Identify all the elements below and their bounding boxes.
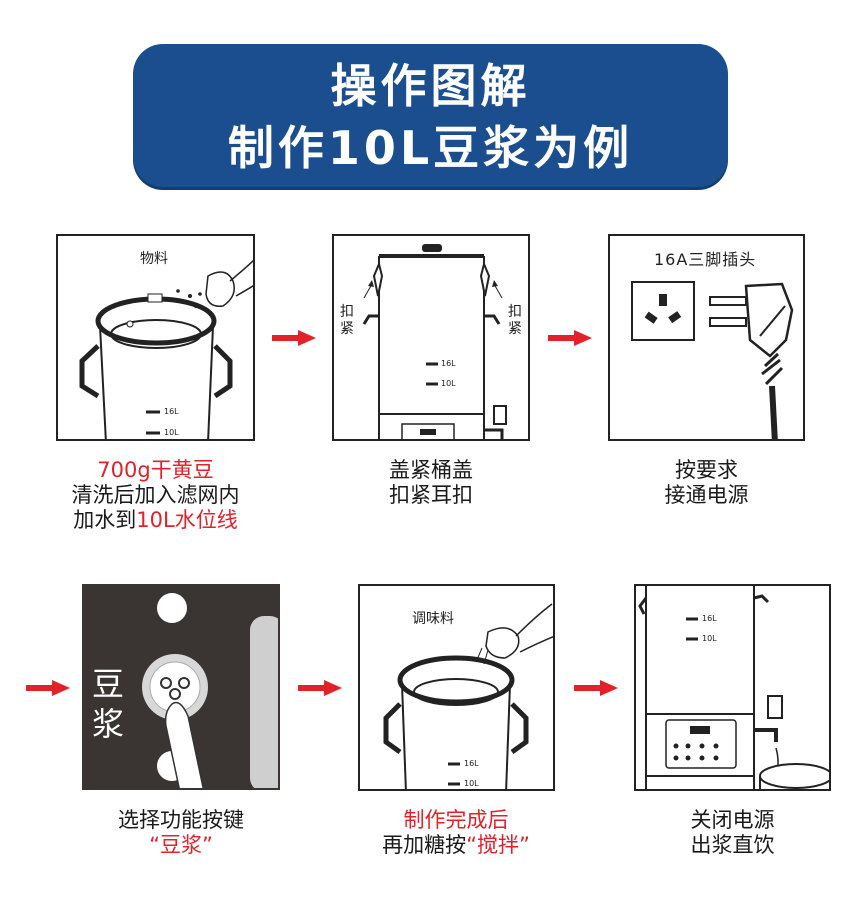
step-3-caption-line-1: 按要求 (608, 458, 805, 483)
step-6-caption: 关闭电源 出浆直饮 (634, 808, 831, 858)
step-1-caption-line-2: 清洗后加入滤网内 (56, 483, 255, 508)
step-2-caption-line-2: 扣紧耳扣 (332, 483, 530, 508)
arrow-right-icon (574, 680, 618, 696)
level-mark-10l: 10L (702, 634, 717, 643)
step-6-caption-line-1: 关闭电源 (634, 808, 831, 833)
step-3-caption-line-2: 接通电源 (608, 483, 805, 508)
step-6-caption-line-2: 出浆直饮 (634, 833, 831, 858)
step-3-caption: 按要求 接通电源 (608, 458, 805, 508)
step-1-label: 物料 (140, 248, 168, 268)
step-4-caption-line-2: “豆浆” (82, 833, 280, 858)
level-mark-16l: 16L (702, 614, 717, 623)
dispenser-tap-illustration (636, 586, 831, 791)
step-4-caption: 选择功能按键 “豆浆” (82, 808, 280, 858)
level-mark-16l: 16L (464, 759, 479, 768)
level-mark-10l: 10L (164, 428, 179, 437)
step-6-panel: 16L 10L (634, 584, 831, 791)
step-5-label: 调味料 (412, 608, 454, 628)
step-4-panel: 豆浆 (82, 584, 280, 790)
step-1-caption-line-3: 加水到10L水位线 (56, 508, 255, 533)
closed-bucket-illustration (334, 236, 530, 441)
step-3-panel: 16A三脚插头 (608, 234, 805, 441)
arrow-right-icon (272, 330, 316, 346)
title-banner: 操作图解 制作10L豆浆为例 (133, 44, 728, 187)
step-1-caption: 700g干黄豆 清洗后加入滤网内 加水到10L水位线 (56, 458, 255, 533)
arrow-right-icon (548, 330, 592, 346)
step-5-caption-line-2: 再加糖按“搅拌” (345, 833, 567, 858)
step-2-caption: 盖紧桶盖 扣紧耳扣 (332, 458, 530, 508)
step-5-caption-line-1: 制作完成后 (345, 808, 567, 833)
step-5-panel: 调味料 16L 10L (358, 584, 555, 791)
bucket-with-seasoning-illustration (360, 586, 555, 791)
level-mark-16l: 16L (441, 359, 456, 368)
step-5-caption: 制作完成后 再加糖按“搅拌” (345, 808, 567, 858)
clamp-label-right: 扣紧 (508, 304, 524, 338)
arrow-right-icon (26, 680, 70, 696)
step-2-caption-line-1: 盖紧桶盖 (332, 458, 530, 483)
title-line-2: 制作10L豆浆为例 (133, 120, 728, 176)
level-mark-10l: 10L (441, 379, 456, 388)
step-1-caption-line-1: 700g干黄豆 (56, 458, 255, 483)
step-2-panel: 扣紧 扣紧 16L 10L (332, 234, 530, 441)
level-mark-10l: 10L (464, 779, 479, 788)
soymilk-button-label: 豆浆 (92, 664, 128, 744)
level-mark-16l: 16L (164, 407, 179, 416)
title-line-1: 操作图解 (133, 58, 728, 114)
step-4-caption-line-1: 选择功能按键 (82, 808, 280, 833)
step-1-panel: 物料 16L 10L (56, 234, 255, 441)
arrow-right-icon (298, 680, 342, 696)
plug-label: 16A三脚插头 (654, 246, 756, 270)
clamp-label-left: 扣紧 (340, 304, 356, 338)
